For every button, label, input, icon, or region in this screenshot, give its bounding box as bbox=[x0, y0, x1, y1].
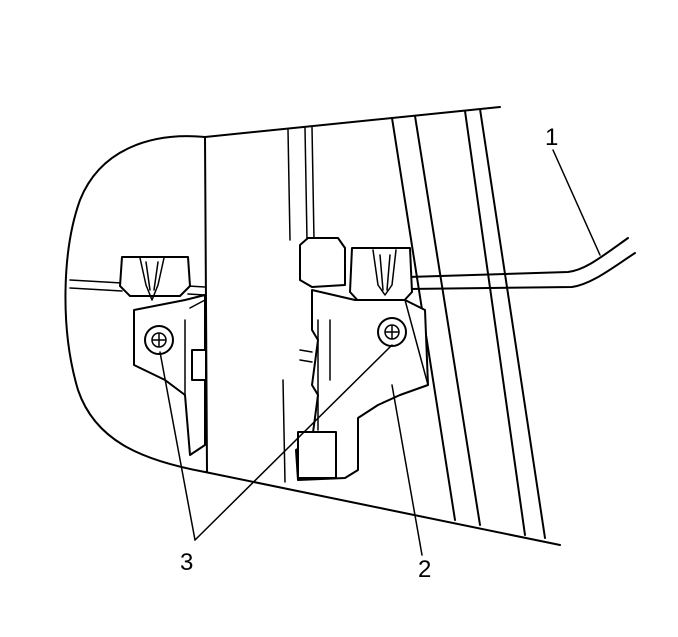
panel-horizontal-lines bbox=[69, 279, 206, 296]
screw-right-icon bbox=[377, 317, 407, 347]
screw-left-icon bbox=[144, 325, 174, 355]
callout-3: 3 bbox=[180, 549, 193, 576]
door-panel-outline bbox=[64, 106, 561, 546]
leader-lines bbox=[159, 149, 601, 556]
callout-1: 1 bbox=[545, 124, 558, 151]
latch-bracket bbox=[295, 237, 429, 481]
lock-rod-cable bbox=[407, 237, 636, 290]
callout-2: 2 bbox=[418, 556, 431, 583]
